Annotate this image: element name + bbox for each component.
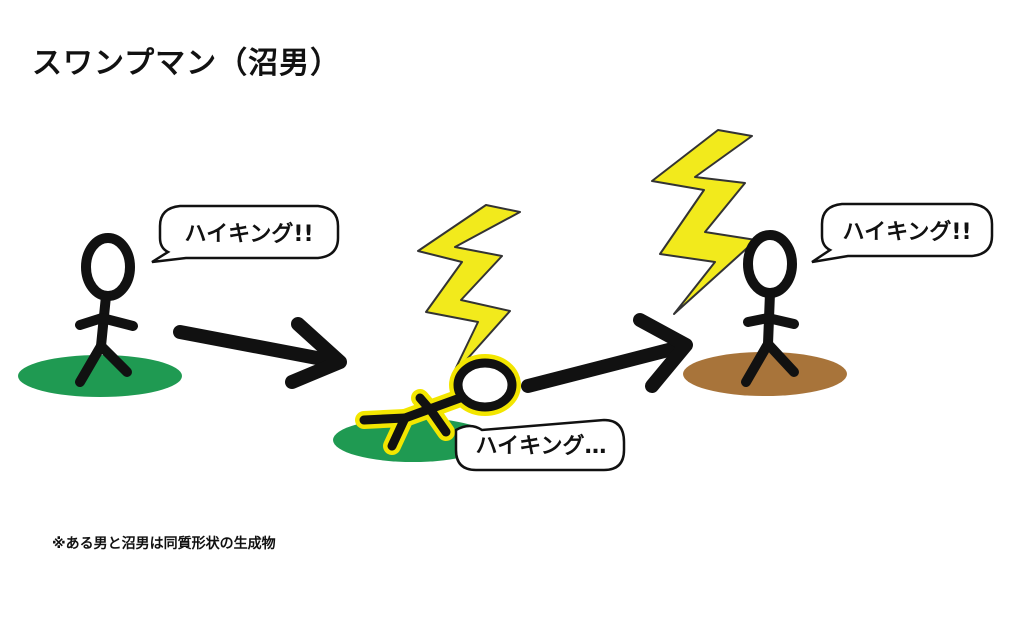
footnote: ※ある男と沼男は同質形状の生成物	[52, 536, 276, 552]
lightning-bolt-icon-2	[651, 129, 757, 315]
lightning-bolt-icon	[417, 204, 521, 377]
speech-bubble-man: ハイキング!!	[151, 204, 340, 264]
speech-bubble-swampman: ハイキング!!	[811, 202, 994, 264]
bubble-text-struck: ハイキング…	[476, 433, 607, 459]
struck-man-stick-figure	[355, 354, 521, 455]
bubble-text-man: ハイキング!!	[185, 221, 314, 247]
grass-patch-left	[18, 355, 182, 397]
page-title: スワンプマン（沼男）	[32, 46, 342, 81]
right-arrow-icon-2	[521, 313, 693, 393]
man-stick-figure	[75, 233, 138, 387]
speech-bubble-struck: ハイキング…	[454, 418, 626, 472]
right-arrow-icon	[173, 317, 347, 389]
swampman-stick-figure	[741, 230, 799, 387]
bubble-text-swampman: ハイキング!!	[843, 219, 972, 245]
swamp-patch-right	[683, 352, 847, 396]
